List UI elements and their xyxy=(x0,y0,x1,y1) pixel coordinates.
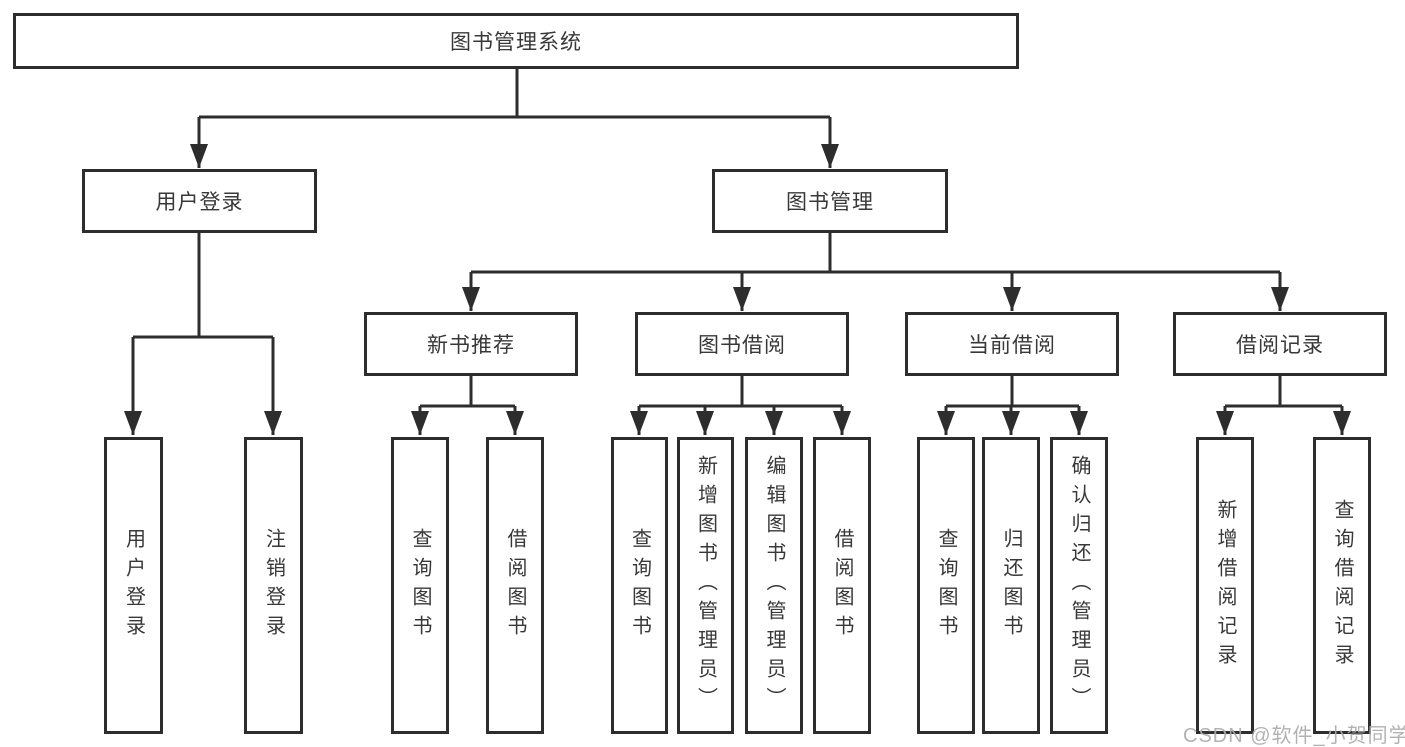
leaf-rec-query-books: 查询图书 xyxy=(391,437,449,734)
leaf-confirm-return-admin: 确认归还（管理员） xyxy=(1050,437,1108,734)
connector-new-book-rec-children xyxy=(411,375,524,435)
connector-current-borrow-children xyxy=(937,375,1088,435)
leaf-rec-borrow-books: 借阅图书 xyxy=(486,437,544,734)
node-new-book-recommend: 新书推荐 xyxy=(364,312,578,376)
leaf-add-borrow-record: 新增借阅记录 xyxy=(1196,437,1254,734)
leaf-add-books-admin: 新增图书（管理员） xyxy=(677,437,734,734)
connector-book-borrow-children xyxy=(630,375,851,435)
leaf-current-query-books: 查询图书 xyxy=(917,437,975,734)
node-current-borrowing: 当前借阅 xyxy=(905,312,1119,376)
leaf-return-books: 归还图书 xyxy=(982,437,1040,734)
leaf-logout: 注销登录 xyxy=(244,437,303,734)
node-root-library-system: 图书管理系统 xyxy=(13,13,1019,69)
connector-user-login-children xyxy=(124,233,282,435)
connector-root-to-level2 xyxy=(190,69,839,168)
leaf-edit-books-admin: 编辑图书（管理员） xyxy=(745,437,803,734)
leaf-borrow-query-books: 查询图书 xyxy=(611,437,668,734)
node-borrowing-records: 借阅记录 xyxy=(1173,312,1387,376)
csdn-watermark: CSDN @软件_小贺同学 xyxy=(1183,725,1405,747)
node-book-management: 图书管理 xyxy=(712,169,948,233)
leaf-query-borrow-record: 查询借阅记录 xyxy=(1313,437,1371,734)
leaf-borrow-books: 借阅图书 xyxy=(813,437,871,734)
leaf-user-login: 用户登录 xyxy=(104,437,163,734)
connector-borrow-records-children xyxy=(1216,375,1351,435)
node-book-borrowing: 图书借阅 xyxy=(635,312,849,376)
connector-book-mgmt-children xyxy=(462,233,1289,311)
node-user-login: 用户登录 xyxy=(82,169,317,233)
